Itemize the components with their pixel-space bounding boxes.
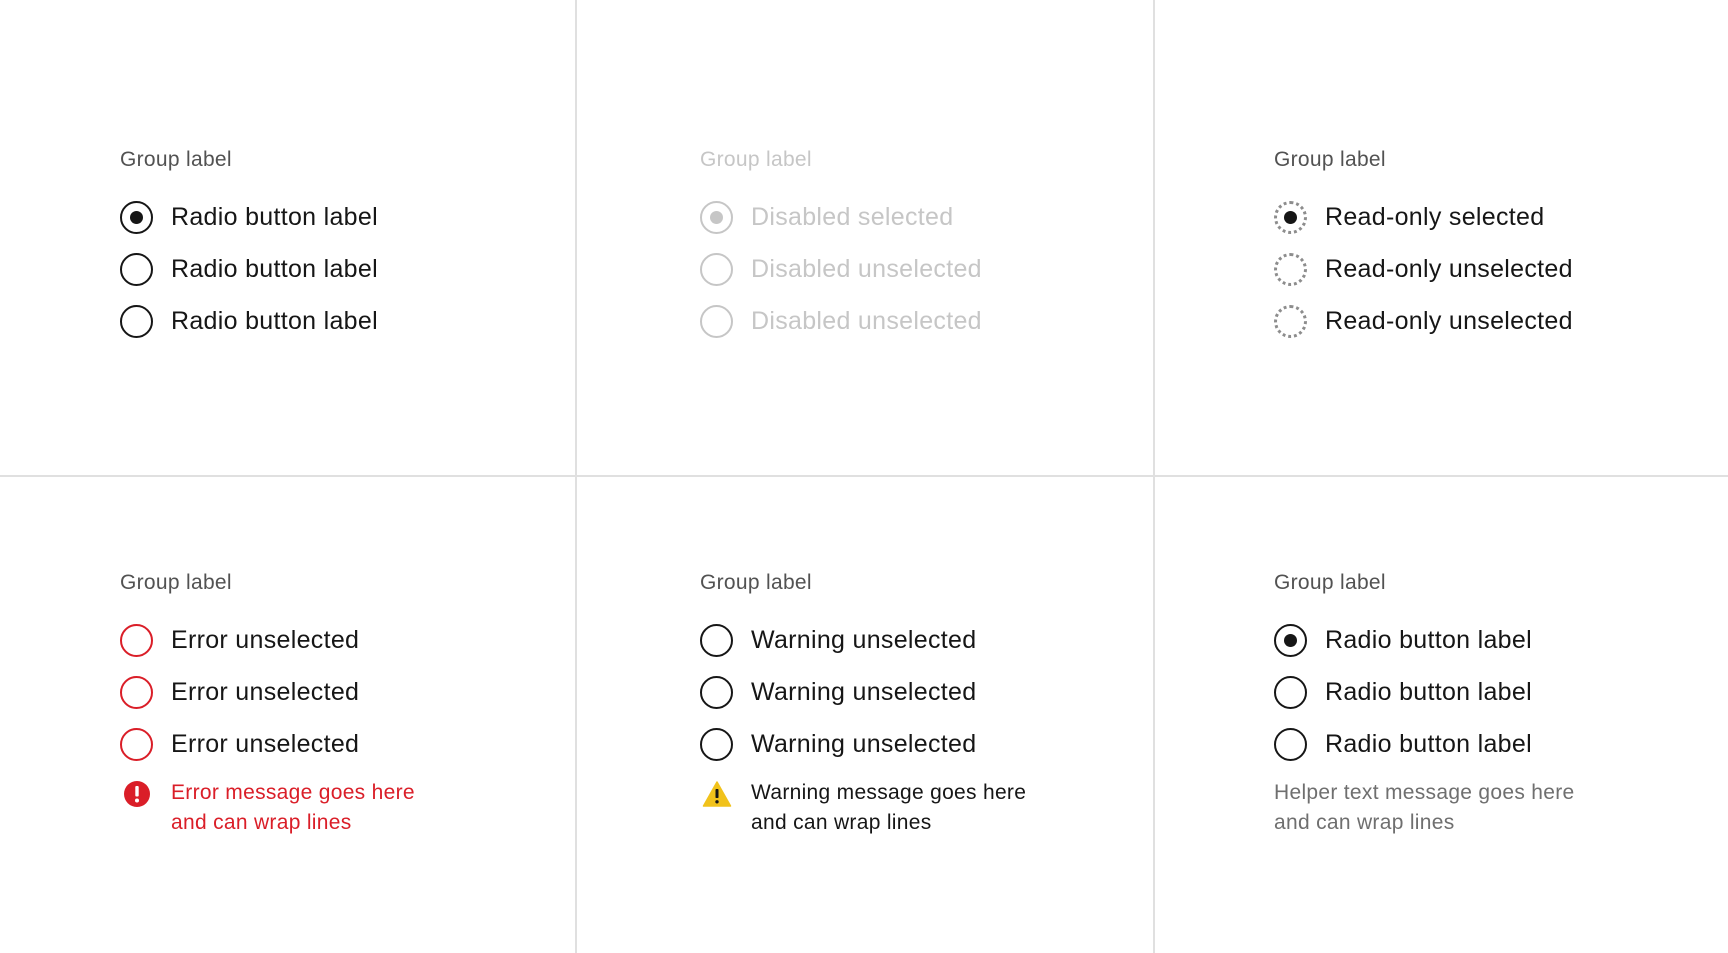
radio-label: Read-only unselected: [1325, 254, 1573, 283]
radio-error-unselected-icon[interactable]: [120, 623, 153, 657]
radio-disabled-selected-icon: [700, 200, 733, 234]
warning-message-line: Warning message goes here: [751, 781, 1027, 804]
radio-readonly-unselected-icon: [1274, 304, 1307, 338]
radio-group-default: Group label Radio button label Radio but…: [120, 145, 378, 347]
group-label: Group label: [120, 148, 232, 171]
helper-text-line: Helper text message goes here: [1274, 781, 1575, 804]
radio-label: Read-only unselected: [1325, 306, 1573, 335]
radio-selected-icon[interactable]: [1274, 623, 1307, 657]
radio-unselected-icon[interactable]: [1274, 675, 1307, 709]
radio-label[interactable]: Radio button label: [1325, 677, 1532, 706]
radio-group-warning: Group label Warning unselected Warning u…: [700, 568, 1091, 838]
radio-error-unselected-icon[interactable]: [120, 727, 153, 761]
radio-option-disabled: Disabled selected: [700, 191, 982, 243]
radio-label[interactable]: Error unselected: [171, 625, 360, 654]
radio-option-disabled: Disabled unselected: [700, 295, 982, 347]
group-label: Group label: [120, 571, 232, 594]
radio-option-readonly: Read-only unselected: [1274, 295, 1573, 347]
radio-option[interactable]: Warning unselected: [700, 718, 1091, 770]
radio-unselected-icon[interactable]: [1274, 727, 1307, 761]
radio-label[interactable]: Error unselected: [171, 729, 360, 758]
group-label: Group label: [700, 571, 812, 594]
radio-label[interactable]: Radio button label: [1325, 625, 1532, 654]
radio-label[interactable]: Warning unselected: [751, 625, 977, 654]
radio-option[interactable]: Radio button label: [1274, 614, 1614, 666]
radio-readonly-unselected-icon: [1274, 252, 1307, 286]
radio-option[interactable]: Error unselected: [120, 614, 511, 666]
radio-option-disabled: Disabled unselected: [700, 243, 982, 295]
radio-label[interactable]: Warning unselected: [751, 677, 977, 706]
warning-triangle-icon: [700, 778, 733, 813]
radio-option[interactable]: Warning unselected: [700, 614, 1091, 666]
radio-group-error: Group label Error unselected Error unsel…: [120, 568, 511, 838]
error-message-line: Error message goes here: [171, 781, 415, 804]
radio-unselected-icon[interactable]: [120, 252, 153, 286]
error-message-line: and can wrap lines: [171, 811, 352, 834]
radio-option-readonly: Read-only selected: [1274, 191, 1573, 243]
radio-label[interactable]: Radio button label: [171, 202, 378, 231]
radio-warning-unselected-icon[interactable]: [700, 623, 733, 657]
radio-warning-unselected-icon[interactable]: [700, 727, 733, 761]
radio-label[interactable]: Error unselected: [171, 677, 360, 706]
radio-disabled-unselected-icon: [700, 252, 733, 286]
radio-label: Disabled unselected: [751, 306, 982, 335]
group-label: Group label: [700, 148, 812, 171]
error-filled-icon: [120, 778, 153, 813]
radio-label: Disabled unselected: [751, 254, 982, 283]
radio-option[interactable]: Radio button label: [1274, 666, 1614, 718]
radio-label: Disabled selected: [751, 202, 954, 231]
radio-option[interactable]: Error unselected: [120, 718, 511, 770]
radio-error-unselected-icon[interactable]: [120, 675, 153, 709]
radio-group-helper: Group label Radio button label Radio but…: [1274, 568, 1614, 838]
radio-group-readonly: Group label Read-only selected Read-only…: [1274, 145, 1573, 347]
radio-readonly-selected-icon: [1274, 200, 1307, 234]
radio-option[interactable]: Radio button label: [120, 295, 378, 347]
radio-label[interactable]: Radio button label: [1325, 729, 1532, 758]
radio-option[interactable]: Error unselected: [120, 666, 511, 718]
warning-message-line: and can wrap lines: [751, 811, 932, 834]
radio-warning-unselected-icon[interactable]: [700, 675, 733, 709]
error-message: Error message goes here and can wrap lin…: [120, 778, 511, 838]
group-label: Group label: [1274, 571, 1386, 594]
group-label: Group label: [1274, 148, 1386, 171]
radio-disabled-unselected-icon: [700, 304, 733, 338]
helper-text-line: and can wrap lines: [1274, 811, 1455, 834]
radio-selected-icon[interactable]: [120, 200, 153, 234]
radio-option[interactable]: Radio button label: [120, 191, 378, 243]
helper-text: Helper text message goes here and can wr…: [1274, 778, 1614, 838]
radio-group-disabled: Group label Disabled selected Disabled u…: [700, 145, 982, 347]
radio-unselected-icon[interactable]: [120, 304, 153, 338]
radio-option[interactable]: Radio button label: [1274, 718, 1614, 770]
radio-label: Read-only selected: [1325, 202, 1545, 231]
radio-label[interactable]: Radio button label: [171, 254, 378, 283]
warning-message: Warning message goes here and can wrap l…: [700, 778, 1091, 838]
radio-label[interactable]: Warning unselected: [751, 729, 977, 758]
radio-option[interactable]: Radio button label: [120, 243, 378, 295]
radio-option-readonly: Read-only unselected: [1274, 243, 1573, 295]
radio-option[interactable]: Warning unselected: [700, 666, 1091, 718]
row-divider: [0, 475, 1728, 477]
radio-label[interactable]: Radio button label: [171, 306, 378, 335]
